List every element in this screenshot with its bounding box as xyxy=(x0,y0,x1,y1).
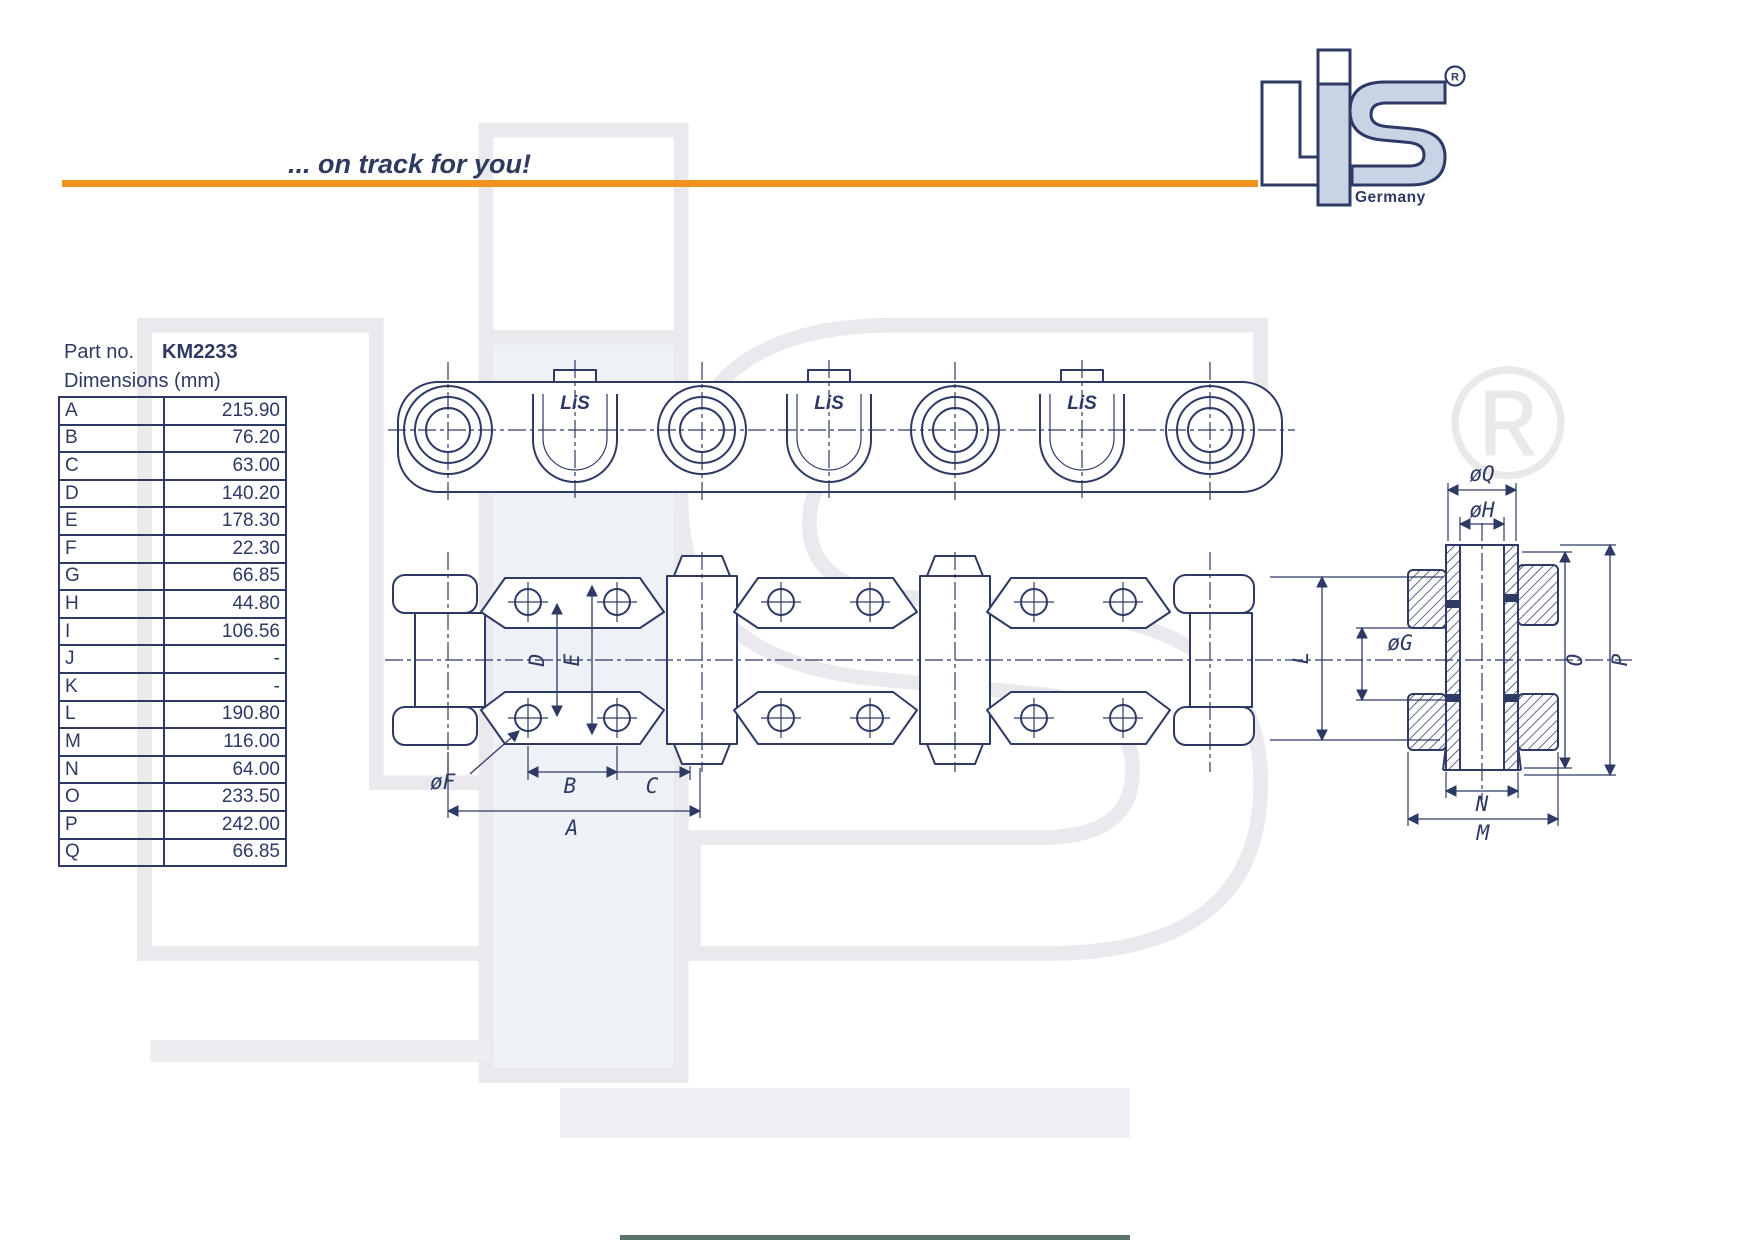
dim-value: 140.20 xyxy=(163,478,287,509)
dim-label-a: A xyxy=(564,816,579,840)
lis-logo-icon: R Germany xyxy=(1260,48,1466,207)
dim-key: J xyxy=(58,644,165,674)
dim-key: P xyxy=(58,809,165,840)
section-view: øQ øH øG L O P xyxy=(1270,462,1632,845)
dim-value: 66.85 xyxy=(163,561,287,592)
dim-value: 116.00 xyxy=(163,727,287,757)
header-accent-line xyxy=(62,180,1258,187)
dim-value: 76.20 xyxy=(163,423,287,454)
dim-key: K xyxy=(58,671,165,702)
watermark-band xyxy=(560,1088,1130,1138)
watermark-registered-icon: ® xyxy=(1449,333,1567,512)
dim-value: 66.85 xyxy=(163,837,287,868)
dim-value: 215.90 xyxy=(163,396,287,426)
table-row: K- xyxy=(58,671,287,702)
part-info: Part no. KM2233 Dimensions (mm) xyxy=(64,338,238,396)
dim-value: 233.50 xyxy=(163,782,287,812)
company-logo: R Germany xyxy=(1260,48,1466,207)
dim-value: 190.80 xyxy=(163,699,287,730)
dim-key: A xyxy=(58,396,165,426)
side-view-dimensions: D E øF B C A xyxy=(430,584,702,840)
logo-country-label: Germany xyxy=(1355,189,1426,206)
side-view xyxy=(385,552,1632,772)
dim-key: G xyxy=(58,561,165,592)
dim-key: C xyxy=(58,451,165,481)
dim-value: - xyxy=(163,644,287,674)
dim-label-d: D xyxy=(525,654,549,668)
dim-label-m: M xyxy=(1476,821,1491,845)
dim-value: - xyxy=(163,671,287,702)
dim-label-f: øF xyxy=(430,770,456,794)
dim-value: 178.30 xyxy=(163,506,287,536)
part-no-label: Part no. xyxy=(64,341,135,363)
dim-value: 106.56 xyxy=(163,616,287,647)
registered-mark-icon xyxy=(1444,65,1466,87)
dim-label-l: L xyxy=(1289,652,1313,665)
dim-key: L xyxy=(58,699,165,730)
link-stamp: LiS xyxy=(814,393,844,414)
slogan: ... on track for you! xyxy=(288,149,532,179)
dim-value: 22.30 xyxy=(163,533,287,564)
dim-value: 64.00 xyxy=(163,754,287,785)
dim-label-g: øG xyxy=(1387,631,1413,655)
dim-value: 44.80 xyxy=(163,589,287,619)
section-dimensions: øQ øH øG L O P xyxy=(1270,462,1632,845)
dim-key: E xyxy=(58,506,165,536)
dim-key: H xyxy=(58,589,165,619)
top-view: LiS LiS LiS xyxy=(388,360,1295,500)
dim-label-o: O xyxy=(1563,654,1587,667)
dim-key: D xyxy=(58,478,165,509)
link-stamp: LiS xyxy=(1067,393,1097,414)
dim-key: Q xyxy=(58,837,165,868)
table-row: J- xyxy=(58,644,287,674)
dim-label-p: P xyxy=(1608,653,1632,666)
dim-key: O xyxy=(58,782,165,812)
top-view-bosses xyxy=(403,362,1255,500)
dim-value: 63.00 xyxy=(163,451,287,481)
part-no-value: KM2233 xyxy=(162,341,238,363)
dim-label-b: B xyxy=(564,774,577,798)
dim-key: N xyxy=(58,754,165,785)
link-plates xyxy=(480,577,1171,745)
registered-mark-letter: R xyxy=(1451,72,1459,84)
dim-value: 242.00 xyxy=(163,809,287,840)
dim-label-n: N xyxy=(1475,792,1489,816)
pin-holes xyxy=(508,582,1143,738)
dim-label-h: øH xyxy=(1469,498,1495,522)
dim-label-c: C xyxy=(646,774,659,798)
bottom-edge-bar xyxy=(620,1235,1130,1240)
watermark-band xyxy=(150,1040,490,1062)
link-stamp: LiS xyxy=(560,393,590,414)
dim-key: I xyxy=(58,616,165,647)
top-view-cups xyxy=(532,360,1125,500)
dim-key: B xyxy=(58,423,165,454)
dim-key: F xyxy=(58,533,165,564)
dimensions-label: Dimensions (mm) xyxy=(64,370,221,392)
dim-label-e: E xyxy=(560,653,584,666)
dim-label-q: øQ xyxy=(1469,462,1494,486)
dim-key: M xyxy=(58,727,165,757)
